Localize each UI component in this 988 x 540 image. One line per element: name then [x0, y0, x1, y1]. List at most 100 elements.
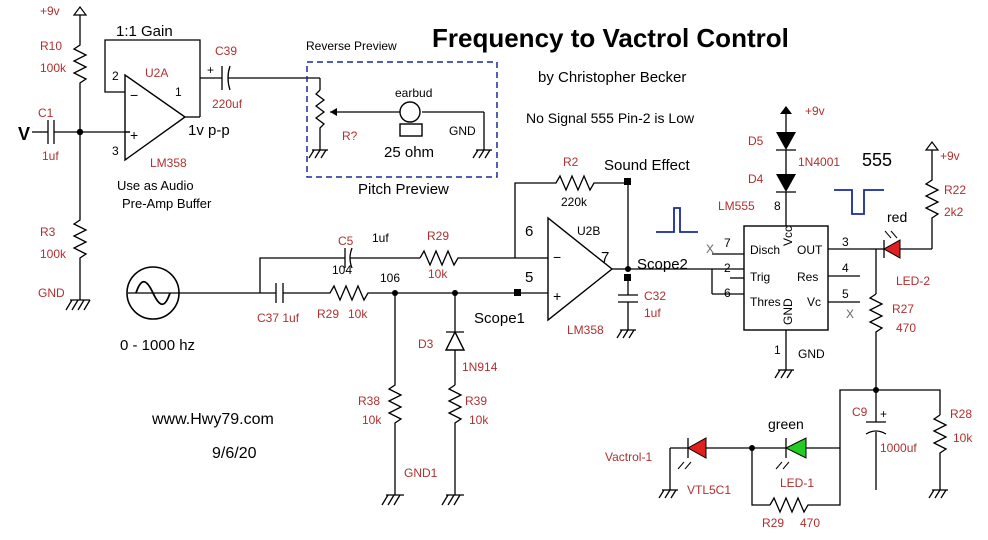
label-U2A-part: LM358 — [150, 156, 187, 170]
probe-point-scope1 — [514, 289, 521, 296]
label-plus9v-right: +9v — [940, 149, 960, 163]
label-gnd-preview: GND — [449, 124, 476, 138]
label-R22-value: 2k2 — [944, 205, 964, 219]
label-R27: R27 — [892, 302, 914, 316]
label-vactrol-1: Vactrol-1 — [605, 450, 652, 464]
neg-pulse-icon — [834, 189, 884, 215]
cap-plus: + — [207, 63, 214, 77]
pin-thres: Thres — [750, 295, 781, 309]
label-reverse-preview: Reverse Preview — [306, 39, 397, 53]
label-VTL5C1: VTL5C1 — [687, 483, 731, 497]
opamp-plus-sign: + — [553, 288, 561, 304]
pin-5-u2b: 5 — [525, 269, 533, 286]
diode-D3 — [444, 330, 466, 351]
label-LM555: LM555 — [718, 199, 755, 213]
label-R29-upper-value: 10k — [428, 267, 448, 281]
label-C39: C39 — [215, 44, 237, 58]
label-gnd-left: GND — [38, 286, 65, 300]
vactrol-led-red — [686, 437, 707, 459]
pin-vc: Vc — [807, 295, 821, 309]
pin-res: Res — [797, 270, 818, 284]
resistor-R29-lower — [320, 284, 395, 302]
label-R28-value: 10k — [953, 431, 973, 445]
label-0-1000hz: 0 - 1000 hz — [120, 337, 195, 354]
label-1vpp: 1v p-p — [188, 122, 230, 139]
label-audio-buffer-1: Use as Audio — [117, 178, 194, 193]
label-R38: R38 — [358, 394, 380, 408]
label-R22: R22 — [944, 183, 966, 197]
reverse-preview-box — [306, 61, 498, 178]
label-gnd-555: GND — [798, 347, 825, 361]
led-2-red — [882, 239, 901, 259]
label-scope2: Scope2 — [637, 256, 688, 273]
label-U2A: U2A — [145, 66, 168, 80]
pin-6-u2b: 6 — [525, 223, 533, 240]
cap-plus: + — [880, 407, 887, 421]
label-R29-470-value: 470 — [800, 516, 820, 530]
label-R27-value: 470 — [896, 321, 916, 335]
pin-num-7: 7 — [724, 236, 731, 250]
pulse-waveform-icon — [656, 207, 698, 233]
label-R3: R3 — [40, 225, 56, 239]
label-input-v: V — [18, 124, 30, 144]
label-106: 106 — [380, 271, 400, 285]
resistor-R38 — [387, 293, 403, 495]
opamp-minus-sign: − — [553, 249, 561, 265]
pin-1-u2a: 1 — [175, 85, 182, 99]
label-U2B: U2B — [577, 224, 600, 238]
label-D4: D4 — [748, 172, 764, 186]
label-C5: C5 — [338, 234, 354, 248]
pin-gnd: GND — [781, 298, 795, 325]
probe-point-sound-effect — [624, 178, 631, 185]
label-C1-value: 1uf — [42, 149, 59, 163]
diode-D4 — [776, 174, 796, 192]
power-arrow-icon — [924, 141, 940, 151]
nc-x-vc: X — [846, 307, 854, 321]
label-R39-value: 10k — [469, 413, 489, 427]
led-1-green — [784, 437, 807, 459]
label-D5-part: 1N4001 — [798, 155, 840, 169]
resistor-R3 — [72, 132, 88, 300]
label-pitch-preview: Pitch Preview — [358, 181, 449, 198]
label-gain: 1:1 Gain — [116, 23, 173, 40]
label-R2: R2 — [563, 155, 579, 169]
opamp-plus-sign: + — [130, 127, 138, 143]
label-D5: D5 — [748, 134, 764, 148]
label-U2B-part: LM358 — [567, 323, 604, 337]
pin-disch: Disch — [750, 243, 780, 257]
label-D3-part: 1N914 — [462, 360, 498, 374]
label-R28: R28 — [950, 407, 972, 421]
label-R39: R39 — [465, 394, 487, 408]
label-R29-lower: R29 — [317, 307, 339, 321]
power-arrow-icon — [780, 106, 792, 114]
label-audio-buffer-2: Pre-Amp Buffer — [122, 196, 212, 211]
pin-2-u2a: 2 — [112, 69, 119, 83]
label-C9: C9 — [852, 405, 868, 419]
resistor-R27 — [868, 293, 884, 390]
pin-3-u2a: 3 — [112, 144, 119, 158]
label-C9-value: 1000uf — [880, 441, 917, 455]
label-plus9v-555: +9v — [805, 104, 825, 118]
pin-vcc: Vcc — [781, 226, 795, 246]
label-C32-value: 1uf — [644, 306, 661, 320]
pin-num-8: 8 — [774, 199, 781, 213]
label-555-big: 555 — [862, 150, 892, 170]
label-C39-value: 220uf — [212, 97, 243, 111]
label-25ohm: 25 ohm — [384, 144, 434, 161]
label-green: green — [768, 416, 804, 432]
label-C37: C37 1uf — [257, 311, 300, 325]
power-arrow-icon — [72, 6, 88, 16]
nc-x-disch: X — [706, 242, 714, 256]
opamp-minus-sign: − — [130, 87, 138, 103]
pin-7-u2b: 7 — [601, 249, 609, 266]
diagram-author: by Christopher Becker — [538, 69, 686, 86]
resistor-R22 — [924, 150, 940, 249]
label-scope1: Scope1 — [474, 310, 525, 327]
label-C32: C32 — [644, 289, 666, 303]
pin-num-4: 4 — [842, 261, 849, 275]
label-R29-470: R29 — [762, 516, 784, 530]
label-R-pot: R? — [342, 129, 358, 143]
pin-num-1: 1 — [774, 343, 781, 357]
label-R10-value: 100k — [40, 61, 67, 75]
